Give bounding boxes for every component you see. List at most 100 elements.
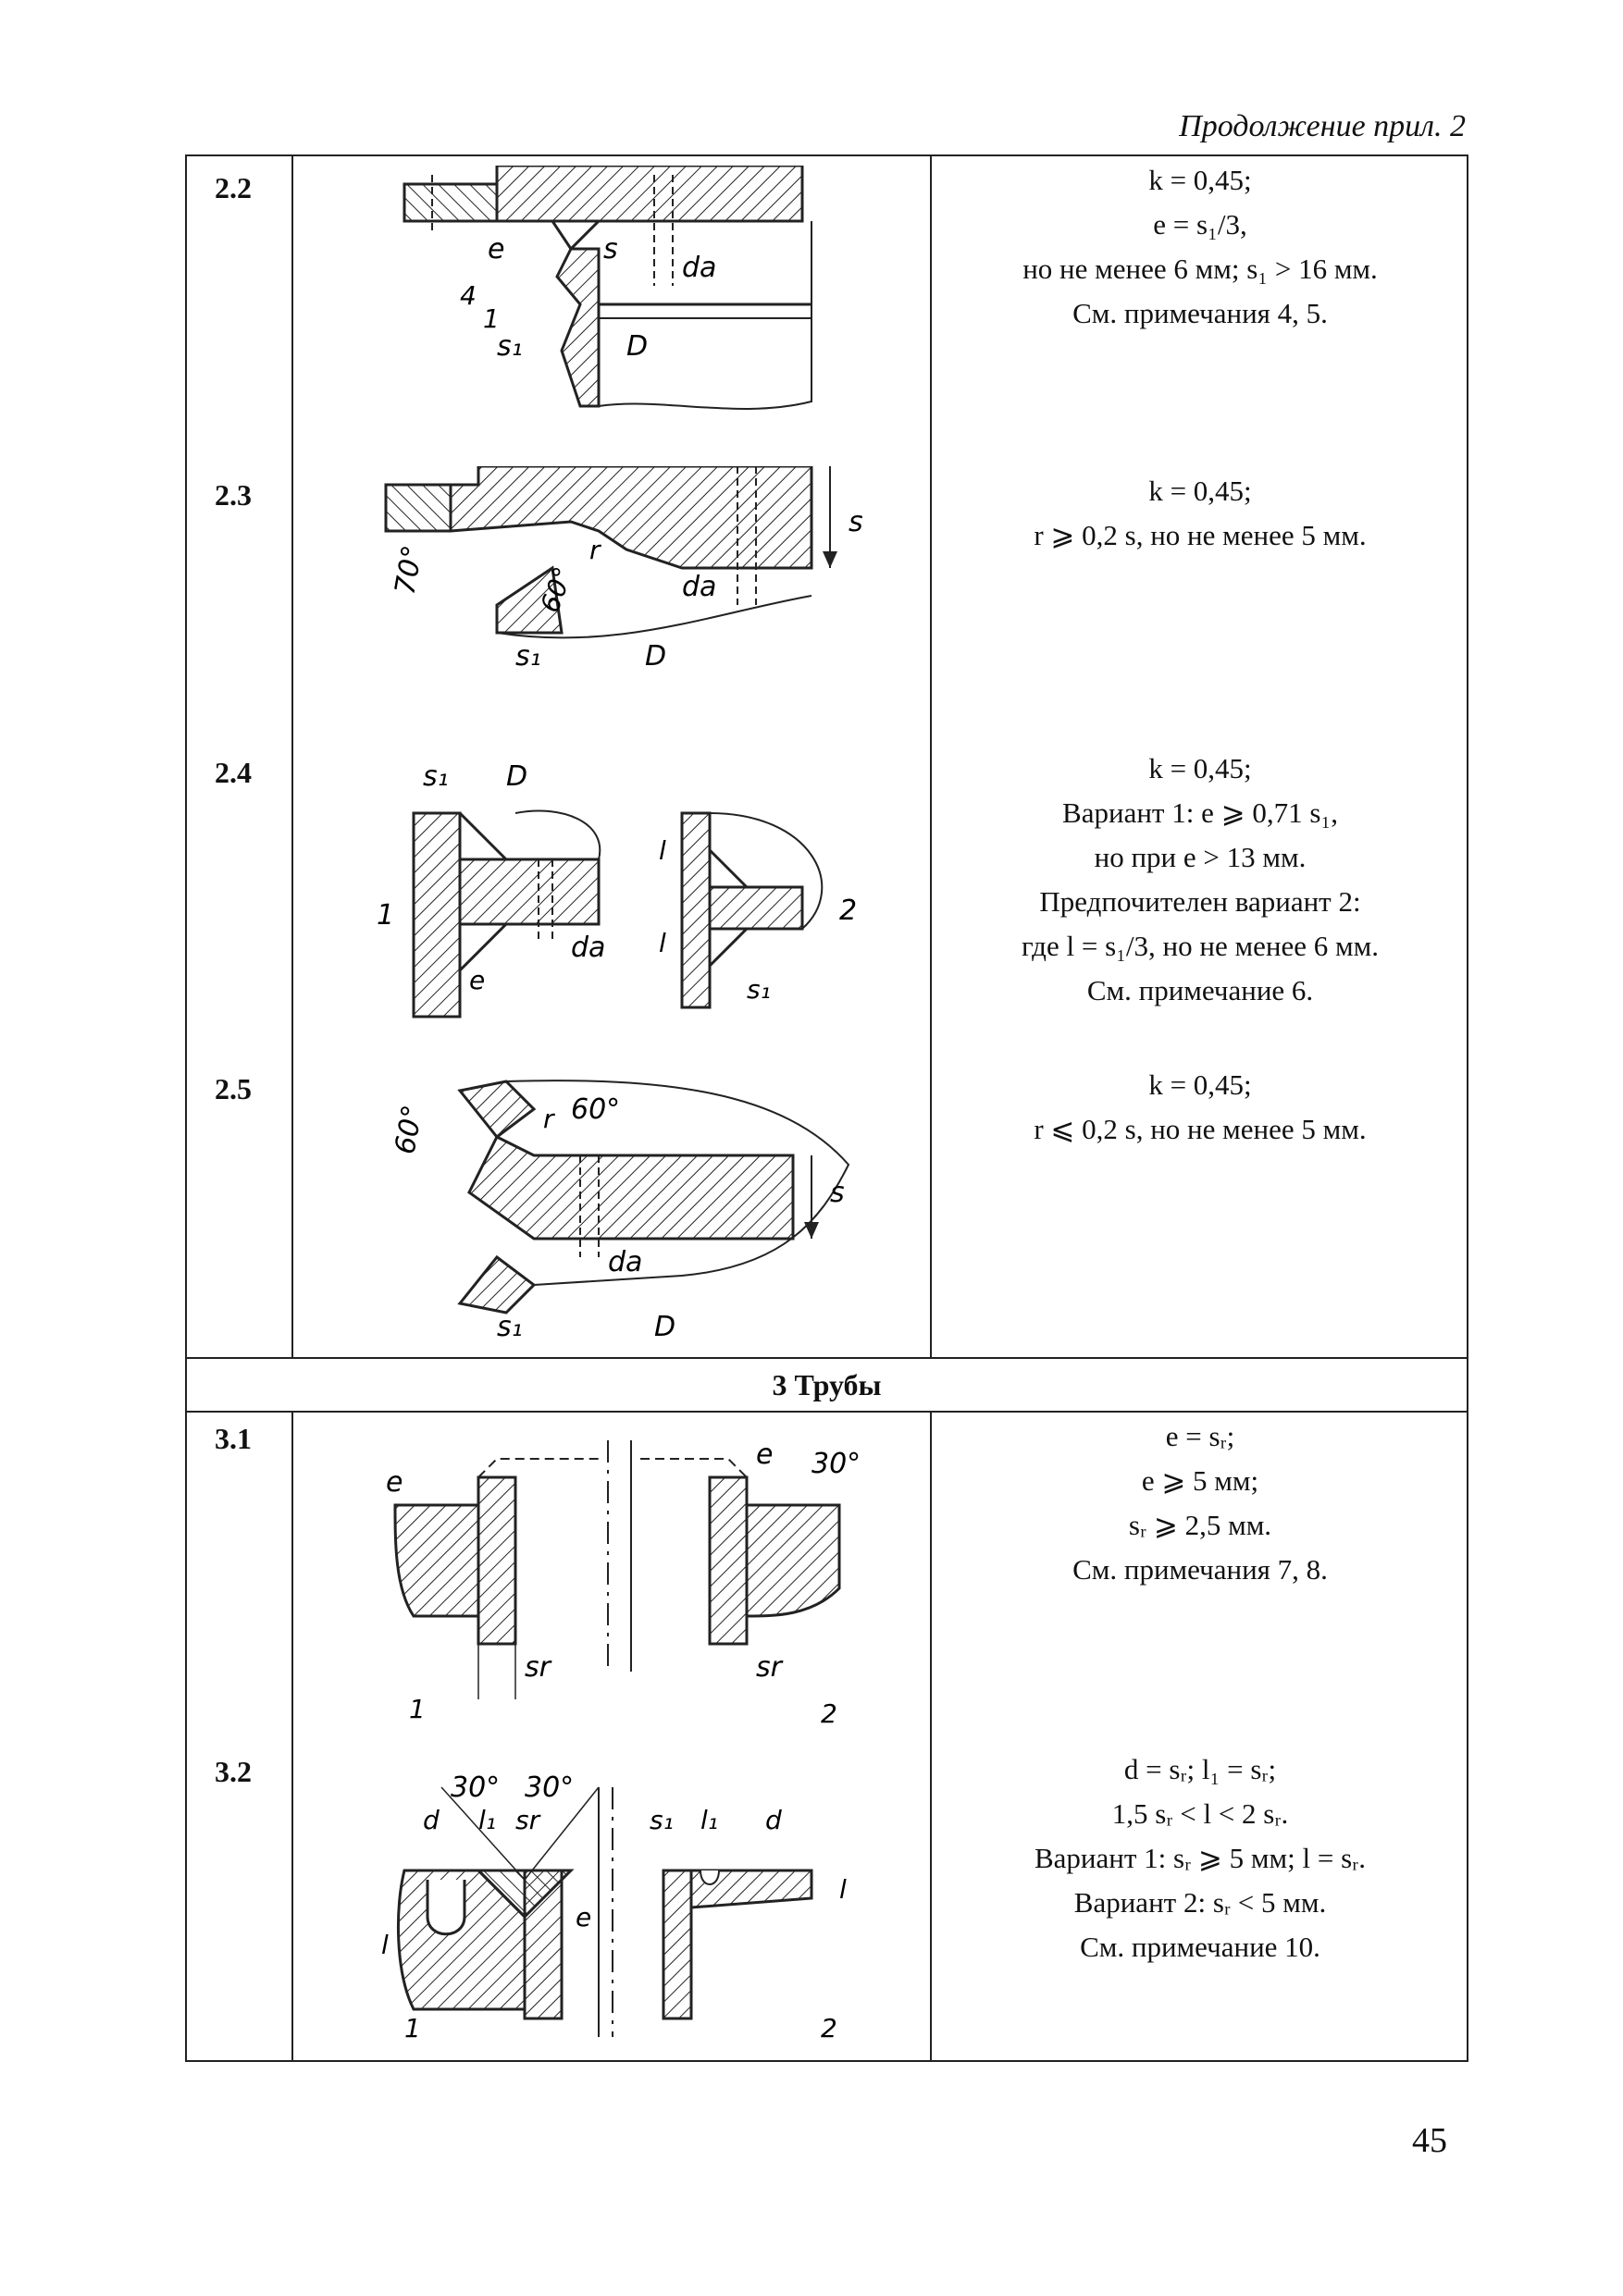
text-line: Вариант 2: sᵣ < 5 мм. bbox=[1073, 1886, 1327, 1919]
fig-label-e: e bbox=[469, 965, 485, 995]
row-number: 3.1 bbox=[215, 1422, 252, 1455]
text-line: Вариант 1: e ⩾ 0,71 s₁, bbox=[1062, 796, 1338, 829]
text-line: e = s₁/3, bbox=[1153, 208, 1247, 241]
fig-label-sr: sr bbox=[756, 1651, 784, 1684]
fig-label-1: 1 bbox=[377, 899, 394, 932]
fig-label-70deg: 70° bbox=[389, 543, 429, 597]
fig-label-l: l bbox=[381, 1930, 389, 1960]
fig-label-sr: sr bbox=[525, 1651, 552, 1684]
fig-label-30deg: 30° bbox=[525, 1771, 574, 1804]
text-line: e ⩾ 5 мм; bbox=[1141, 1464, 1259, 1497]
fig-label-l1: l₁ bbox=[478, 1805, 496, 1835]
fig-label-s: s bbox=[849, 506, 863, 538]
figure-cell: e e 30° sr sr 1 2 bbox=[291, 1411, 932, 2062]
figure-2-5: 60° 60° r s s₁ D da bbox=[293, 1072, 932, 1350]
text-line: См. примечание 10. bbox=[1080, 1931, 1320, 1963]
fig-label-30deg: 30° bbox=[451, 1771, 500, 1804]
fig-label-60deg: 60° bbox=[571, 1093, 620, 1126]
figure-2-2: e s 4 1 s₁ D da bbox=[293, 166, 932, 443]
figure-2-3: 70° 60° r s s₁ D da bbox=[293, 466, 932, 744]
text-line: k = 0,45; bbox=[1148, 1068, 1252, 1101]
fig-label-D: D bbox=[506, 760, 527, 793]
row-number: 2.4 bbox=[215, 756, 252, 789]
fig-label-D: D bbox=[654, 1311, 675, 1343]
row-number: 3.2 bbox=[215, 1755, 252, 1788]
section-2-row: 2.2 2.3 2.4 2.5 bbox=[185, 154, 1468, 1359]
text-line: k = 0,45; bbox=[1148, 752, 1252, 784]
text-line: sᵣ ⩾ 2,5 мм. bbox=[1128, 1509, 1272, 1541]
fig-label-l: l bbox=[659, 928, 666, 958]
fig-label-2: 2 bbox=[839, 895, 857, 927]
fig-label-e: e bbox=[576, 1902, 591, 1932]
fig-label-60deg: 60° bbox=[535, 562, 579, 616]
row-2-4-text: k = 0,45; Вариант 1: e ⩾ 0,71 s₁, но при… bbox=[932, 747, 1468, 1013]
fig-label-30deg: 30° bbox=[812, 1448, 861, 1480]
fig-label-da: da bbox=[608, 1246, 642, 1278]
fig-label-r: r bbox=[543, 1104, 555, 1134]
text-line: r ⩽ 0,2 s, но не менее 5 мм. bbox=[1034, 1113, 1367, 1145]
section-3-row: 3.1 3.2 bbox=[185, 1411, 1468, 2062]
fig-label-da: da bbox=[682, 252, 716, 284]
fig-label-60deg: 60° bbox=[389, 1103, 429, 1156]
text-line: но не менее 6 мм; s₁ > 16 мм. bbox=[1022, 253, 1378, 285]
text-line: См. примечание 6. bbox=[1086, 974, 1314, 1006]
fig-label-D: D bbox=[645, 640, 666, 673]
fig-label-s1: s₁ bbox=[650, 1805, 674, 1835]
fig-label-e: e bbox=[488, 233, 504, 265]
row-2-5-text: k = 0,45; r ⩽ 0,2 s, но не менее 5 мм. bbox=[932, 1063, 1468, 1152]
fig-label-s: s bbox=[603, 233, 618, 265]
fig-label-l: l bbox=[839, 1874, 847, 1905]
fig-label-s1: s₁ bbox=[515, 640, 541, 673]
fig-label-4: 4 bbox=[460, 280, 477, 311]
fig-label-1: 1 bbox=[404, 2013, 421, 2043]
fig-label-l1: l₁ bbox=[700, 1805, 718, 1835]
figure-3-1: e e 30° sr sr 1 2 bbox=[293, 1422, 932, 1727]
fig-label-1: 1 bbox=[409, 1694, 426, 1724]
fig-label-d: d bbox=[423, 1805, 440, 1835]
fig-label-l: l bbox=[659, 835, 666, 866]
row-number: 2.2 bbox=[215, 171, 252, 204]
fig-label-s1: s₁ bbox=[497, 1311, 523, 1343]
fig-label-sr: sr bbox=[515, 1805, 541, 1835]
fig-label-s1: s₁ bbox=[423, 760, 449, 793]
num-cell: 3.1 3.2 bbox=[185, 1411, 293, 2062]
text-line: Предпочителен вариант 2: bbox=[1039, 885, 1361, 918]
fig-label-r: r bbox=[589, 535, 601, 565]
fig-label-da: da bbox=[571, 932, 605, 964]
text-line: См. примечания 7, 8. bbox=[1072, 1553, 1328, 1586]
fig-label-s: s bbox=[830, 1177, 845, 1209]
figure-2-4: s₁ D 1 2 l l da e s₁ bbox=[293, 758, 932, 1035]
text-line: k = 0,45; bbox=[1148, 164, 1252, 196]
row-number: 2.3 bbox=[215, 478, 252, 512]
fig-label-2: 2 bbox=[821, 2013, 837, 2043]
num-cell: 2.2 2.3 2.4 2.5 bbox=[185, 154, 293, 1359]
fig-label-2: 2 bbox=[821, 1698, 837, 1727]
figure-3-2: 30° 30° d l₁ sr l e s₁ l₁ d l 1 2 bbox=[293, 1759, 932, 2046]
figure-cell: e s 4 1 s₁ D da bbox=[291, 154, 932, 1359]
fig-label-e: e bbox=[756, 1438, 773, 1471]
running-head: Продолжение прил. 2 bbox=[1179, 109, 1466, 143]
section-3-header-row: 3 Трубы bbox=[185, 1357, 1468, 1413]
fig-label-d: d bbox=[765, 1805, 782, 1835]
fig-label-D: D bbox=[626, 330, 648, 363]
spec-table: 2.2 2.3 2.4 2.5 bbox=[185, 154, 1468, 2062]
row-3-1-text: e = sᵣ; e ⩾ 5 мм; sᵣ ⩾ 2,5 мм. См. приме… bbox=[932, 1414, 1468, 1592]
row-2-3-text: k = 0,45; r ⩾ 0,2 s, но не менее 5 мм. bbox=[932, 469, 1468, 558]
fig-label-e: e bbox=[386, 1466, 403, 1499]
row-3-2-text: d = sᵣ; l₁ = sᵣ; 1,5 sᵣ < l < 2 sᵣ. Вари… bbox=[932, 1747, 1468, 1969]
fig-label-1: 1 bbox=[483, 303, 500, 334]
text-line: См. примечания 4, 5. bbox=[1072, 297, 1328, 329]
fig-label-s1: s₁ bbox=[497, 330, 523, 363]
text-line: r ⩾ 0,2 s, но не менее 5 мм. bbox=[1034, 519, 1367, 551]
row-2-2-text: k = 0,45; e = s₁/3, но не менее 6 мм; s₁… bbox=[932, 158, 1468, 336]
text-line: e = sᵣ; bbox=[1165, 1420, 1235, 1452]
text-line: Вариант 1: sᵣ ⩾ 5 мм; l = sᵣ. bbox=[1034, 1842, 1367, 1874]
section-title: 3 Трубы bbox=[185, 1357, 1468, 1413]
text-line: d = sᵣ; l₁ = sᵣ; bbox=[1123, 1753, 1277, 1785]
text-line: но при e > 13 мм. bbox=[1094, 841, 1307, 873]
row-number: 2.5 bbox=[215, 1072, 252, 1105]
text-line: где l = s₁/3, но не менее 6 мм. bbox=[1022, 930, 1379, 962]
text-line: k = 0,45; bbox=[1148, 475, 1252, 507]
fig-label-s1: s₁ bbox=[747, 974, 771, 1005]
fig-label-da: da bbox=[682, 571, 716, 603]
